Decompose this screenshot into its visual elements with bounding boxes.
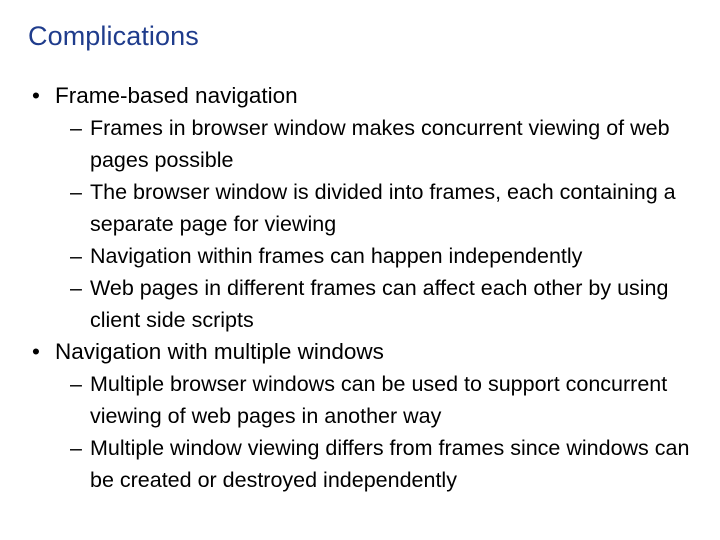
bullet-dash-icon: – <box>70 180 82 204</box>
bullet-dash-icon: – <box>70 372 82 396</box>
bullet-list: • Frame-based navigation – Frames in bro… <box>28 80 696 496</box>
page-title: Complications <box>28 21 199 51</box>
bullet-dash-icon: – <box>70 276 82 300</box>
list-item-label: Navigation within frames can happen inde… <box>90 244 583 268</box>
list-item: – Navigation within frames can happen in… <box>28 240 696 272</box>
list-item-label: Frames in browser window makes concurren… <box>90 116 670 172</box>
bullet-dash-icon: – <box>70 436 82 460</box>
bullet-dot-icon: • <box>32 339 40 364</box>
list-item: – Multiple browser windows can be used t… <box>28 368 696 432</box>
list-item: – Multiple window viewing differs from f… <box>28 432 696 496</box>
list-item-label: Multiple browser windows can be used to … <box>90 372 668 428</box>
list-item-label: The browser window is divided into frame… <box>90 180 676 236</box>
list-item-label: Frame-based navigation <box>55 83 298 108</box>
list-item: • Frame-based navigation <box>28 80 696 112</box>
list-item-label: Multiple window viewing differs from fra… <box>90 436 690 492</box>
bullet-dash-icon: – <box>70 244 82 268</box>
bullet-dot-icon: • <box>32 83 40 108</box>
list-item: • Navigation with multiple windows <box>28 336 696 368</box>
list-item-label: Navigation with multiple windows <box>55 339 384 364</box>
list-item: – Web pages in different frames can affe… <box>28 272 696 336</box>
list-item: – The browser window is divided into fra… <box>28 176 696 240</box>
list-item-label: Web pages in different frames can affect… <box>90 276 669 332</box>
list-item: – Frames in browser window makes concurr… <box>28 112 696 176</box>
bullet-dash-icon: – <box>70 116 82 140</box>
